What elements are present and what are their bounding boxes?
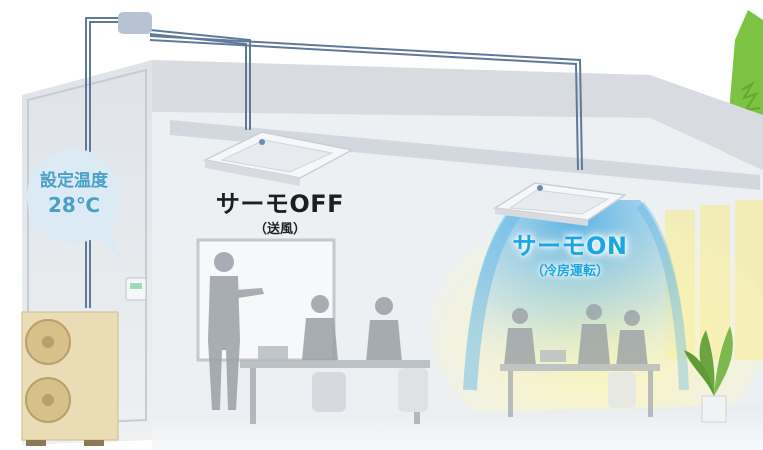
potted-plant <box>684 326 733 423</box>
outdoor-unit <box>21 311 119 446</box>
floor <box>152 405 763 450</box>
thermostat-setting: 設定温度 28℃ <box>24 170 124 218</box>
thermo-on-mode: （冷房運転） <box>530 264 609 279</box>
thermo-off-label: サーモOFF <box>215 190 345 218</box>
people-right <box>500 304 660 417</box>
thermostat-label: 設定温度 <box>40 171 108 191</box>
people-left <box>208 252 430 424</box>
thermostat-bubble <box>27 149 124 262</box>
pipe-junction <box>118 12 152 34</box>
ceiling-unit-on <box>492 182 628 226</box>
thermostat-temperature: 28℃ <box>47 193 101 218</box>
ceiling-unit-off <box>202 131 355 186</box>
thermo-off-mode: （送風） <box>253 222 306 237</box>
thermo-on-label: サーモON <box>512 232 628 260</box>
